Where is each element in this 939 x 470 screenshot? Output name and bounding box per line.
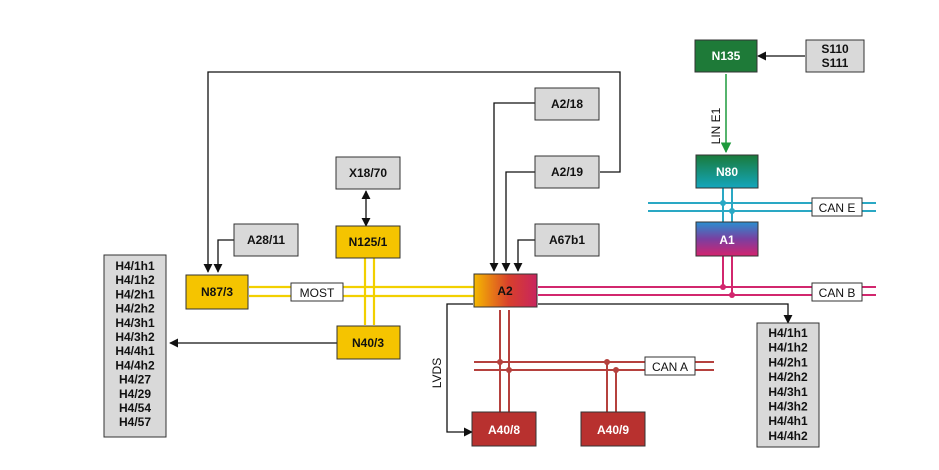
a2-19-label: A2/19: [551, 165, 583, 179]
s110-label: S110: [821, 42, 849, 56]
signal-lines: [169, 51, 805, 437]
a28-11-label: A28/11: [247, 233, 285, 247]
n40-3-label: N40/3: [352, 336, 384, 350]
a1-node[interactable]: A1: [695, 221, 759, 257]
left-list-item: H4/4h1: [115, 344, 155, 358]
a2-19-node[interactable]: A2/19: [534, 155, 600, 189]
a40-9-node[interactable]: A40/9: [580, 411, 646, 447]
left-list-item: H4/29: [119, 387, 151, 401]
can-e-label-box: CAN E: [811, 197, 863, 217]
right-list-item: H4/3h2: [768, 400, 808, 414]
can-b-label: CAN B: [819, 286, 856, 300]
a67b1-node[interactable]: A67b1: [534, 223, 600, 257]
x18-70-label: X18/70: [349, 166, 387, 180]
a2-18-node[interactable]: A2/18: [534, 87, 600, 121]
a2-18-label: A2/18: [551, 97, 583, 111]
a40-8-label: A40/8: [488, 423, 520, 437]
n125-1-label: N125/1: [349, 235, 388, 249]
right-list-item: H4/4h1: [768, 414, 808, 428]
most-bus: [249, 258, 474, 325]
most-label: MOST: [300, 286, 335, 300]
a67b1-label: A67b1: [549, 233, 585, 247]
can-e-label: CAN E: [819, 201, 856, 215]
right-output-list: H4/1h1H4/1h2H4/2h1H4/2h2H4/3h1H4/3h2H4/4…: [756, 322, 820, 448]
a40-9-label: A40/9: [597, 423, 629, 437]
left-list-item: H4/54: [119, 401, 151, 415]
s111-label: S111: [822, 56, 849, 70]
can-b-label-box: CAN B: [811, 282, 863, 302]
n80-node[interactable]: N80: [695, 154, 759, 189]
right-list-item: H4/1h1: [768, 326, 808, 340]
can-e-junction: [720, 200, 726, 206]
left-list-item: H4/3h2: [115, 330, 155, 344]
n40-3-node[interactable]: N40/3: [336, 325, 401, 360]
n135-label: N135: [712, 49, 741, 63]
right-list-item: H4/3h1: [768, 385, 808, 399]
s110-s111-node[interactable]: S110 S111: [805, 39, 865, 73]
n125-1-node[interactable]: N125/1: [335, 225, 401, 259]
lvds-label: LVDS: [430, 358, 444, 388]
left-list-item: H4/57: [119, 415, 151, 429]
can-a-label: CAN A: [652, 360, 688, 374]
left-list-item: H4/4h2: [115, 358, 155, 372]
right-list-item: H4/2h1: [768, 355, 808, 369]
can-a-junctions: [497, 359, 619, 373]
x18-70-node[interactable]: X18/70: [335, 156, 401, 190]
left-list-item: H4/3h1: [115, 316, 155, 330]
n87-3-node[interactable]: N87/3: [185, 274, 249, 310]
n80-label: N80: [716, 165, 738, 179]
can-a-label-box: CAN A: [644, 356, 696, 376]
a28-11-node[interactable]: A28/11: [233, 223, 299, 257]
lin-e1-label: LIN E1: [709, 107, 723, 144]
left-list-item: H4/2h2: [115, 302, 155, 316]
can-e-junction: [729, 208, 735, 214]
right-list-item: H4/1h2: [768, 341, 808, 355]
a2-node[interactable]: A2: [473, 273, 538, 308]
left-output-list: H4/1h1H4/1h2H4/2h1H4/2h2H4/3h1H4/3h2H4/4…: [103, 254, 167, 438]
n135-node[interactable]: N135: [694, 39, 758, 73]
left-list-item: H4/27: [119, 373, 151, 387]
a40-8-node[interactable]: A40/8: [471, 411, 537, 447]
left-list-item: H4/2h1: [115, 287, 155, 301]
can-junctions: [720, 284, 735, 298]
n87-3-label: N87/3: [201, 285, 233, 299]
left-list-item: H4/1h2: [115, 273, 155, 287]
right-list-item: H4/2h2: [768, 370, 808, 384]
most-label-box: MOST: [290, 282, 344, 302]
right-list-item: H4/4h2: [768, 429, 808, 443]
a1-label: A1: [719, 233, 735, 247]
a2-label: A2: [497, 284, 513, 298]
left-list-item: H4/1h1: [115, 259, 155, 273]
